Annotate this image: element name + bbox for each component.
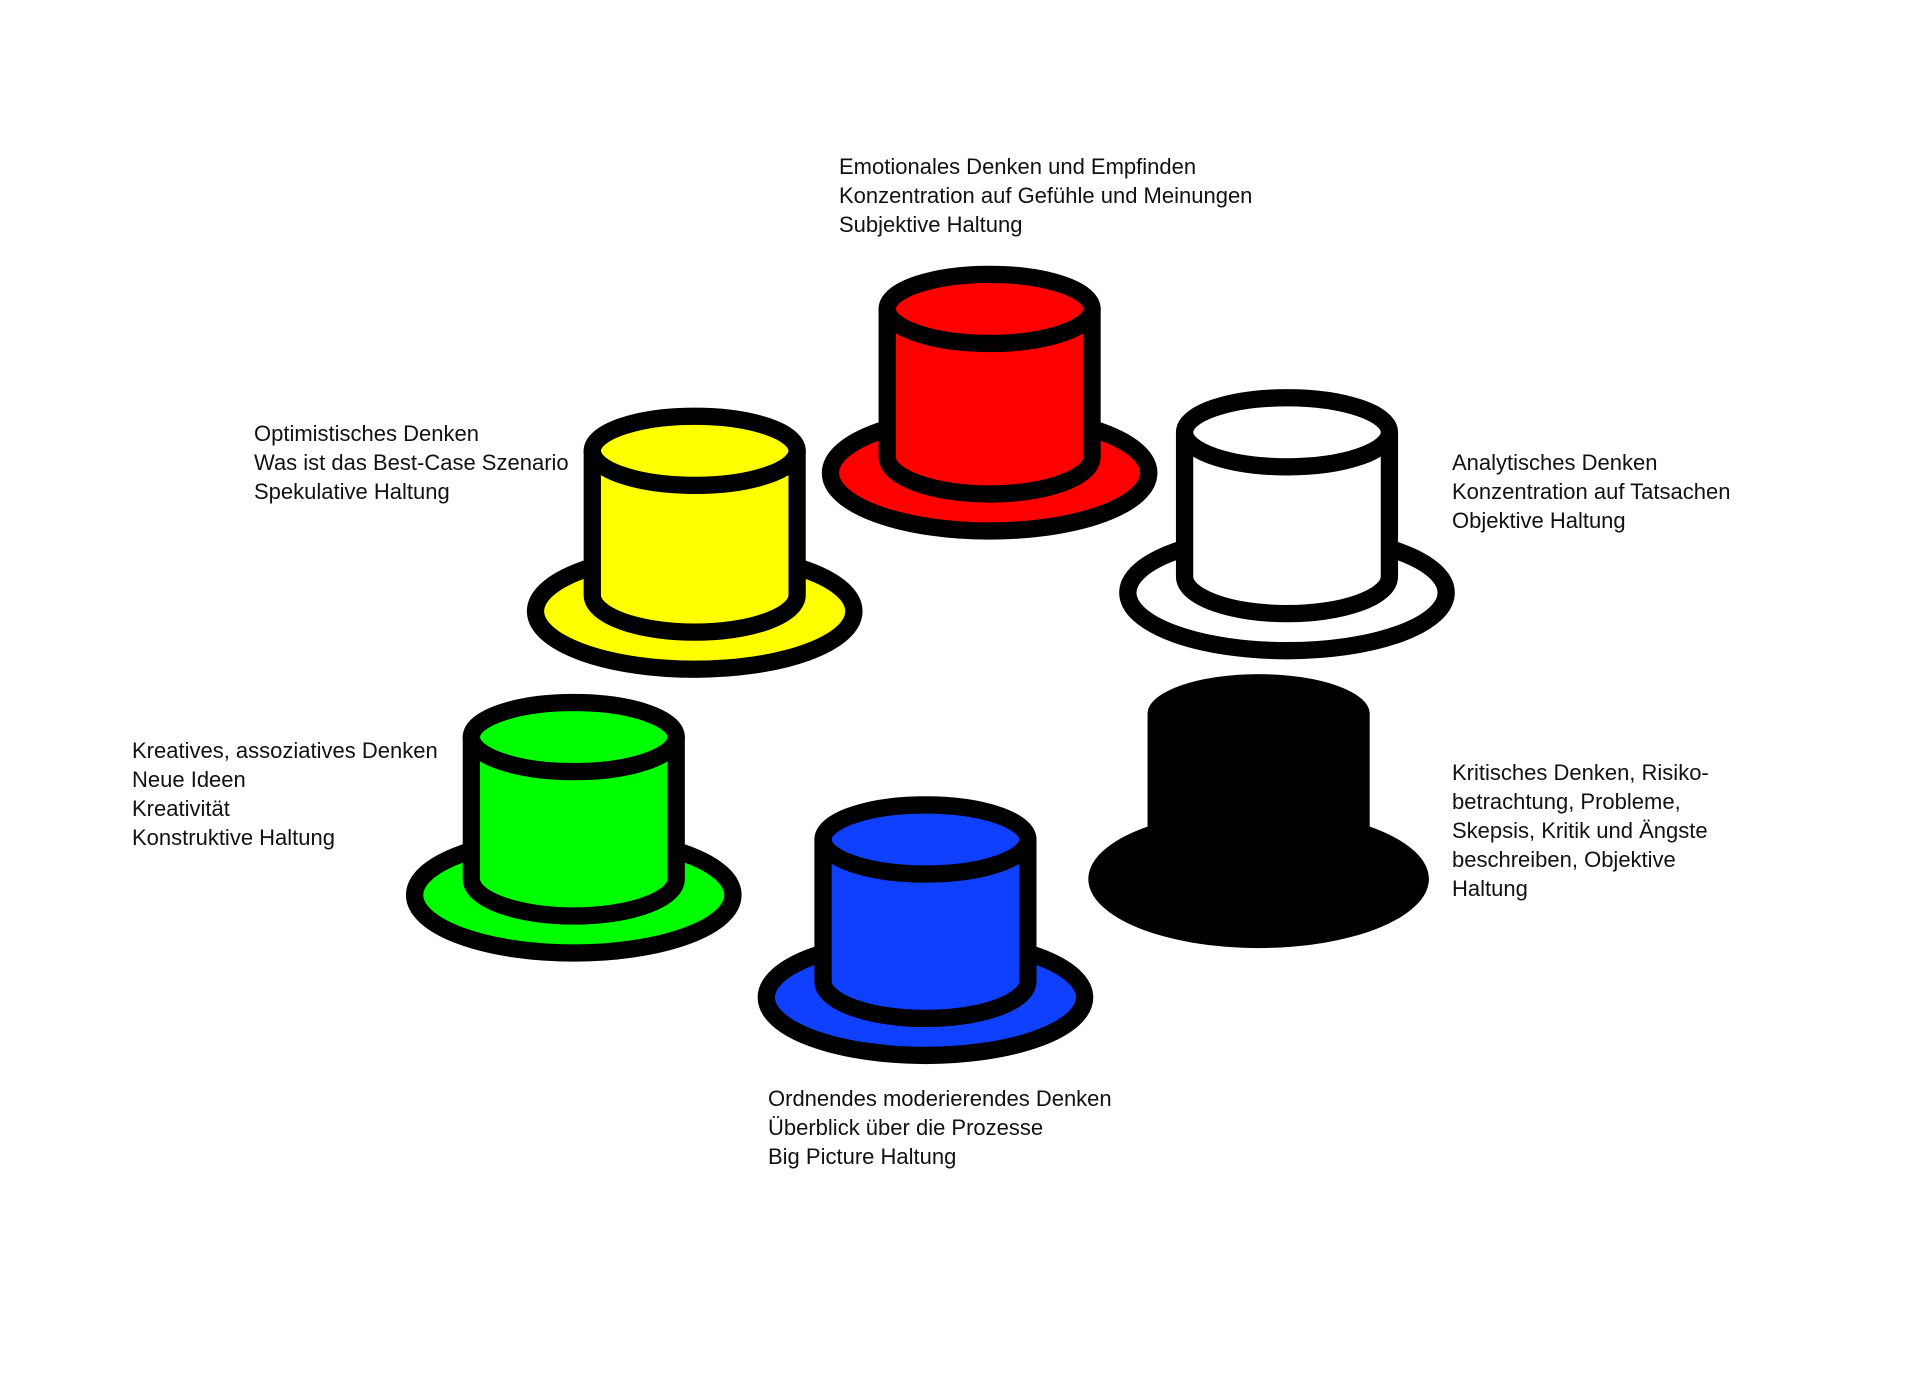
label-line: Was ist das Best-Case Szenario [254,450,569,475]
hat-top [1175,389,1399,476]
black-hat [1088,674,1429,949]
label-line: Objektive Haltung [1452,508,1626,533]
yellow-hat [526,407,863,678]
hat-top [1147,674,1370,754]
label-line: betrachtung, Probleme, [1452,789,1681,814]
label-line: Haltung [1452,876,1528,901]
hat-crown [814,830,1037,1028]
white-hat [1119,389,1455,660]
hat-crown [1175,423,1399,623]
label-line: Ordnendes moderierendes Denken [768,1086,1112,1111]
label-yellow-hat: Optimistisches Denken Was ist das Best-C… [254,419,569,506]
label-line: Skepsis, Kritik und Ängste [1452,818,1708,843]
label-line: Neue Ideen [132,767,246,792]
label-line: Kritisches Denken, Risiko- [1452,760,1709,785]
hat-crown [1147,713,1370,865]
label-blue-hat: Ordnendes moderierendes Denken Überblick… [768,1084,1112,1171]
label-red-hat: Emotionales Denken und Empfinden Konzent… [839,152,1252,239]
label-line: Emotionales Denken und Empfinden [839,154,1197,179]
label-line: Kreativität [132,796,230,821]
green-hat [405,693,742,962]
label-white-hat: Analytisches Denken Konzentration auf Ta… [1452,448,1730,535]
hat-crown [878,300,1101,503]
label-line: Optimistisches Denken [254,421,479,446]
label-line: Überblick über die Prozesse [768,1115,1044,1140]
label-line: Spekulative Haltung [254,479,450,504]
label-line: Konstruktive Haltung [132,825,335,850]
label-green-hat: Kreatives, assoziatives Denken Neue Idee… [132,736,438,852]
blue-hat [757,796,1094,1065]
hat-top [462,693,685,781]
hat-crown [462,728,685,925]
hat-top [583,407,806,494]
label-line: Subjektive Haltung [839,212,1023,237]
label-line: Big Picture Haltung [768,1144,957,1169]
label-line: Konzentration auf Tatsachen [1452,479,1731,504]
red-hat [821,265,1158,540]
hat-crown [583,442,806,641]
hat-top [878,265,1101,353]
label-black-hat: Kritisches Denken, Risiko- betrachtung, … [1452,758,1709,903]
label-line: Konzentration auf Gefühle und Meinungen [839,183,1253,208]
label-line: Analytisches Denken [1452,450,1658,475]
hat-top [814,796,1037,883]
label-line: beschreiben, Objektive [1452,847,1676,872]
label-line: Kreatives, assoziatives Denken [132,738,438,763]
